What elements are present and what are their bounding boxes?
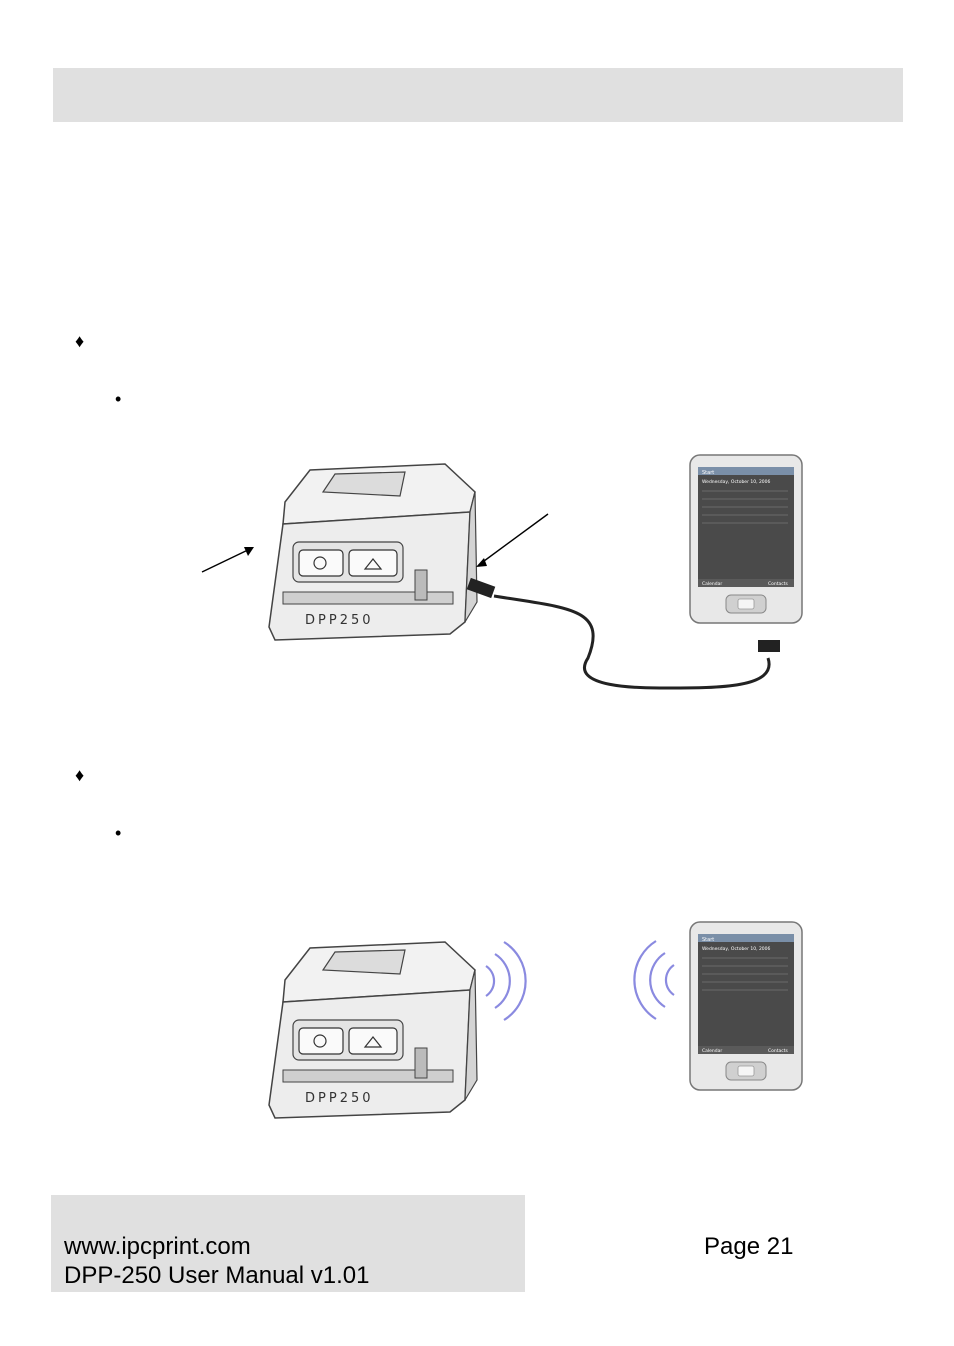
usb-cable — [466, 577, 780, 690]
svg-text:Calendar: Calendar — [702, 581, 722, 587]
footer-band — [51, 1195, 525, 1292]
svg-text:Contacts: Contacts — [768, 581, 789, 587]
bullet-diamond-cable: ♦ — [75, 331, 85, 351]
cable-connection-illustration: DPP250 Start Wednesday, October 10, 2006… — [201, 454, 803, 690]
printer-model-label: DPP250 — [305, 613, 374, 628]
page-number: Page 21 — [704, 1233, 794, 1260]
bullet-dot-wireless: • — [115, 823, 122, 843]
header-band — [53, 68, 903, 122]
svg-text:Wednesday, October 10, 2006: Wednesday, October 10, 2006 — [702, 479, 771, 485]
bullet-diamond-wireless: ♦ — [75, 765, 85, 785]
svg-text:Calendar: Calendar — [702, 1048, 722, 1054]
printer-illustration: DPP250 — [268, 463, 478, 641]
footer-website: www.ipcprint.com — [64, 1233, 251, 1260]
wireless-signal-icon — [633, 940, 675, 1020]
printer-model-label: DPP250 — [305, 1091, 374, 1106]
pda-illustration: Start Wednesday, October 10, 2006 Calend… — [689, 921, 803, 1091]
pda-illustration: Start Wednesday, October 10, 2006 Calend… — [689, 454, 803, 624]
svg-text:Contacts: Contacts — [768, 1048, 789, 1054]
svg-text:Start: Start — [702, 470, 714, 476]
svg-text:Wednesday, October 10, 2006: Wednesday, October 10, 2006 — [702, 946, 771, 952]
svg-text:Start: Start — [702, 937, 714, 943]
printer-illustration: DPP250 — [268, 941, 478, 1119]
footer-manual-title: DPP-250 User Manual v1.01 — [64, 1262, 370, 1289]
wireless-connection-illustration: DPP250 Start Wednesday, October 10, 2006… — [268, 921, 803, 1119]
bullet-dot-cable: • — [115, 389, 122, 409]
wireless-signal-icon — [485, 941, 527, 1021]
